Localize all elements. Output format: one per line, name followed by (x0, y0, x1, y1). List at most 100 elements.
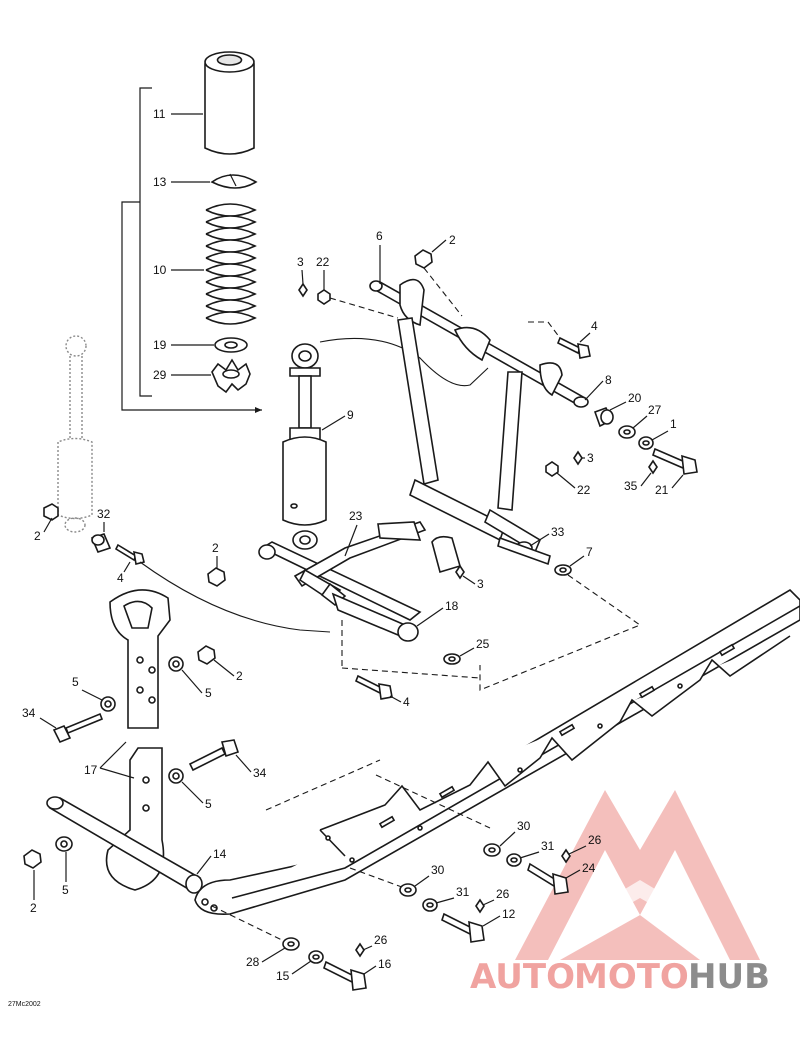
callout-12: 12 (482, 907, 516, 927)
screw-26c (355, 942, 365, 958)
callout-2-left: 2 (34, 517, 53, 543)
washer-7 (554, 564, 572, 576)
callout-27: 27 (632, 403, 662, 429)
upper-arm-frame (369, 278, 589, 566)
automotohub-logo (515, 790, 760, 960)
svg-text:8: 8 (605, 373, 612, 387)
callout-14: 14 (196, 847, 227, 875)
callout-19: 19 (153, 338, 214, 352)
grease-fitting-22-mid (545, 461, 559, 477)
bolt-4-upper (556, 336, 591, 359)
screw-3-low (455, 564, 465, 580)
bellows-cover (204, 51, 255, 155)
callout-20: 20 (609, 391, 642, 411)
callout-33: 33 (529, 525, 565, 547)
dash-rail-upper (375, 774, 491, 829)
nut-2-lower-left (23, 849, 42, 869)
svg-text:35: 35 (624, 479, 638, 493)
svg-text:3: 3 (587, 451, 594, 465)
callout-34-right: 34 (235, 754, 267, 780)
callout-5-c: 5 (181, 781, 212, 811)
callout-26-a: 26 (568, 833, 602, 855)
callout-3-top: 3 (297, 255, 304, 285)
washer-30b (399, 883, 417, 897)
svg-text:31: 31 (456, 885, 470, 899)
svg-text:26: 26 (588, 833, 602, 847)
bolt-12 (441, 912, 485, 943)
svg-text:26: 26 (374, 933, 388, 947)
callout-2-top: 2 (431, 233, 456, 253)
svg-text:30: 30 (431, 863, 445, 877)
svg-text:23: 23 (349, 509, 363, 523)
svg-text:2: 2 (236, 669, 243, 683)
callout-15: 15 (276, 960, 312, 983)
drawing-code: 27Mc2002 (8, 1001, 41, 1008)
svg-text:22: 22 (316, 255, 330, 269)
svg-text:28: 28 (246, 955, 260, 969)
svg-text:2: 2 (34, 529, 41, 543)
callout-31-b: 31 (435, 885, 470, 904)
svg-text:20: 20 (628, 391, 642, 405)
callout-5-a: 5 (181, 669, 212, 700)
callout-34-left: 34 (22, 706, 57, 729)
svg-text:5: 5 (205, 686, 212, 700)
group-bracket (121, 87, 262, 413)
bolt-24 (527, 862, 569, 895)
nut-2-right-bracket (197, 645, 216, 665)
svg-text:13: 13 (153, 175, 167, 189)
callout-6: 6 (376, 229, 383, 284)
washer-15 (308, 950, 324, 964)
svg-text:5: 5 (72, 675, 79, 689)
svg-text:34: 34 (253, 766, 267, 780)
callout-11: 11 (153, 107, 203, 121)
dash-lower-arm-h (341, 667, 481, 679)
dash-7 (479, 574, 642, 691)
callout-28: 28 (246, 947, 286, 969)
screw-3-mid (573, 450, 583, 466)
dash-4-upper (528, 321, 561, 339)
bolt-21 (652, 447, 698, 475)
spring-washer (214, 337, 248, 353)
callout-30-a: 30 (499, 819, 531, 847)
callout-3-low: 3 (462, 575, 484, 591)
dash-2-top (423, 267, 463, 317)
washer-5b (100, 696, 116, 712)
svg-text:4: 4 (403, 695, 410, 709)
adjuster-cam (211, 358, 251, 394)
callout-24: 24 (565, 861, 596, 879)
callout-35: 35 (624, 472, 652, 493)
watermark-text: AUTO MOTO HUB (470, 957, 770, 997)
svg-text:26: 26 (496, 887, 510, 901)
callout-9: 9 (321, 408, 354, 431)
svg-text:5: 5 (62, 883, 69, 897)
svg-text:MOTO: MOTO (574, 957, 689, 997)
callout-23: 23 (344, 509, 363, 557)
svg-text:4: 4 (591, 319, 598, 333)
bolt-4-lower (354, 674, 393, 700)
callout-2-mid: 2 (212, 541, 219, 568)
svg-text:25: 25 (476, 637, 490, 651)
callout-22-mid: 22 (556, 472, 591, 497)
washer-31b (422, 898, 438, 912)
svg-text:11: 11 (153, 107, 166, 121)
dash-rail-lower (265, 759, 381, 811)
nut-2-top (414, 249, 433, 269)
svg-text:27: 27 (648, 403, 662, 417)
lower-routing-curve (139, 561, 331, 633)
svg-text:34: 34 (22, 706, 36, 720)
callout-16: 16 (363, 957, 392, 975)
washer-25 (443, 653, 461, 665)
shock-routing-curve (319, 337, 489, 387)
svg-text:3: 3 (297, 255, 304, 269)
svg-text:AUTO: AUTO (470, 957, 575, 997)
callout-3-mid: 3 (581, 451, 594, 465)
svg-text:30: 30 (517, 819, 531, 833)
svg-text:4: 4 (117, 571, 124, 585)
callout-26-c: 26 (362, 933, 388, 951)
callout-4-left: 4 (117, 561, 131, 585)
callout-13: 13 (153, 175, 210, 189)
svg-text:15: 15 (276, 969, 290, 983)
screw-35 (648, 459, 658, 475)
svg-text:HUB: HUB (688, 957, 770, 997)
